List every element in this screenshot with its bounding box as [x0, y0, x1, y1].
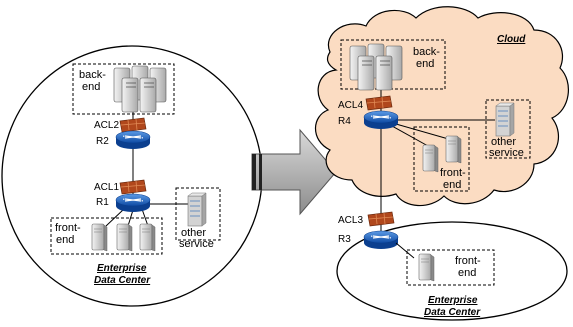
r4-router-icon — [363, 110, 399, 130]
acl2-label: ACL2 — [94, 120, 119, 131]
cloud-other-service-rack-icon — [495, 102, 515, 137]
right-frontend-label-line1: front- — [455, 255, 481, 267]
cloud-region: Cloud back- end ACL4 R4 front- end other… — [314, 6, 569, 236]
link-r1-fe2 — [127, 209, 134, 227]
frontend-label-line2: end — [56, 234, 74, 246]
frontend-server-icon — [91, 223, 108, 252]
migration-arrow — [251, 128, 337, 216]
backend-label-line2: end — [82, 81, 100, 93]
enterprise-data-center-left: back- end ACL2 R2 ACL1 R1 front- end oth… — [1, 45, 263, 307]
r2-label: R2 — [96, 136, 109, 147]
enterprise-title-line2: Data Center — [94, 275, 151, 286]
other-service-label-line1: other — [181, 227, 206, 239]
other-service-label-line2: service — [179, 238, 214, 250]
frontend-box-cloud — [413, 126, 470, 192]
frontend-box-right — [406, 249, 495, 286]
other-service-rack-icon — [187, 192, 207, 227]
right-frontend-label-line2: end — [458, 267, 476, 279]
acl1-label: ACL1 — [94, 182, 119, 193]
r3-router-icon — [363, 230, 399, 250]
cloud-other-service-label-line1: other — [491, 136, 516, 148]
cloud-frontend-label-line1: front- — [440, 167, 466, 179]
acl3-label: ACL3 — [338, 215, 363, 226]
link-r4-fe2 — [395, 123, 453, 141]
enterprise-data-center-right: ACL3 R3 front- end Enterprise Data Cente… — [336, 200, 568, 321]
cloud-title: Cloud — [497, 34, 526, 45]
cloud-backend-label-line2: end — [416, 58, 434, 70]
frontend-box-left — [50, 217, 163, 255]
other-service-box-left — [175, 187, 221, 241]
acl4-label: ACL4 — [338, 100, 363, 111]
acl3-firewall-icon — [367, 211, 395, 227]
frontend-label-line1: front- — [55, 222, 81, 234]
right-enterprise-title-line2: Data Center — [424, 307, 481, 318]
cloud-frontend-server-icon — [422, 144, 439, 173]
r1-router-icon — [115, 193, 151, 213]
enterprise-title-line1: Enterprise — [97, 263, 147, 274]
link-r1-fe1 — [105, 208, 125, 227]
link-r1-fe3 — [141, 208, 149, 227]
right-frontend-server-icon — [418, 253, 435, 282]
cloud-frontend-server-icon — [445, 135, 462, 164]
right-enterprise-title-line1: Enterprise — [428, 295, 478, 306]
frontend-server-icon — [139, 223, 156, 252]
link-r4-fe1 — [391, 125, 429, 147]
cloud-backend-label-line1: back- — [413, 46, 440, 58]
r4-label: R4 — [338, 116, 351, 127]
cloud-other-service-label-line2: service — [489, 147, 524, 159]
r1-label: R1 — [96, 197, 109, 208]
frontend-server-icon — [116, 223, 133, 252]
backend-box-left — [72, 63, 175, 115]
link-r3-frontend — [395, 242, 415, 259]
other-service-box-cloud — [485, 99, 531, 159]
backend-box-cloud — [340, 39, 446, 90]
r2-router-icon — [115, 130, 151, 150]
cloud-frontend-label-line2: end — [443, 179, 461, 191]
r3-label: R3 — [338, 234, 351, 245]
backend-label-line1: back- — [79, 69, 106, 81]
